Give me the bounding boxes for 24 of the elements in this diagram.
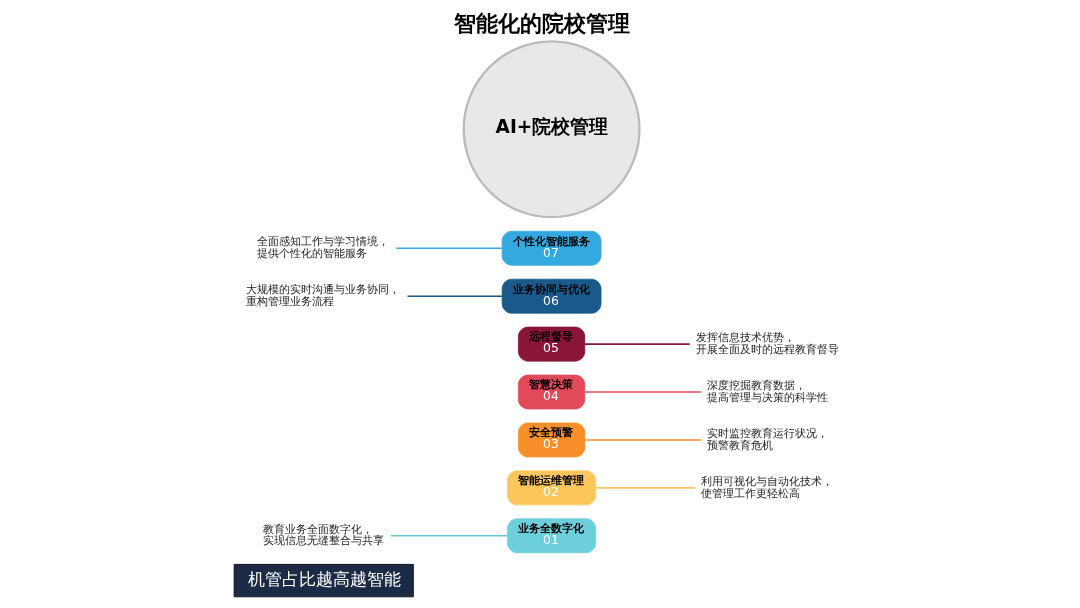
node-text: 实时监控教育运行状况，预警教育危机 bbox=[707, 427, 829, 452]
connector bbox=[584, 439, 702, 441]
node-circle: AI+院校管理 bbox=[462, 40, 641, 219]
node-box: 智能运维管理 02 bbox=[507, 470, 597, 506]
connector bbox=[406, 295, 503, 297]
node-box: 安全预警 03 bbox=[517, 422, 586, 458]
node-text: 深度挖掘教育数据，提高管理与决策的科学性 bbox=[707, 379, 829, 404]
connector bbox=[395, 247, 503, 250]
node-box: 业务协同与优化 06 bbox=[501, 278, 602, 314]
connector bbox=[584, 391, 702, 393]
node-text: 大规模的实时沟通与业务协同，重构管理业务流程 bbox=[246, 283, 401, 308]
connector bbox=[390, 535, 509, 537]
node-box: 远程督导 05 bbox=[517, 326, 586, 362]
node-text: 全面感知工作与学习情境，提供个性化的智能服务 bbox=[257, 235, 390, 260]
node-box: 智慧决策 04 bbox=[517, 374, 586, 410]
node-text: 发挥信息技术优势，开展全面及时的远程教育督导 bbox=[695, 331, 839, 356]
node-box: 机管占比越高越智能 bbox=[233, 564, 414, 598]
node-text: 教育业务全面数字化，实现信息无缝整合与共享 bbox=[263, 522, 385, 548]
node-box: 个性化智能服务 07 bbox=[501, 230, 602, 266]
diagram-title: 智能化的院校管理 bbox=[453, 10, 630, 36]
node-box: 业务全数字化 01 bbox=[507, 518, 597, 554]
connector bbox=[595, 487, 696, 489]
connector bbox=[584, 343, 691, 345]
node-text: 利用可视化与自动化技术，使管理工作更轻松高 bbox=[701, 474, 834, 500]
